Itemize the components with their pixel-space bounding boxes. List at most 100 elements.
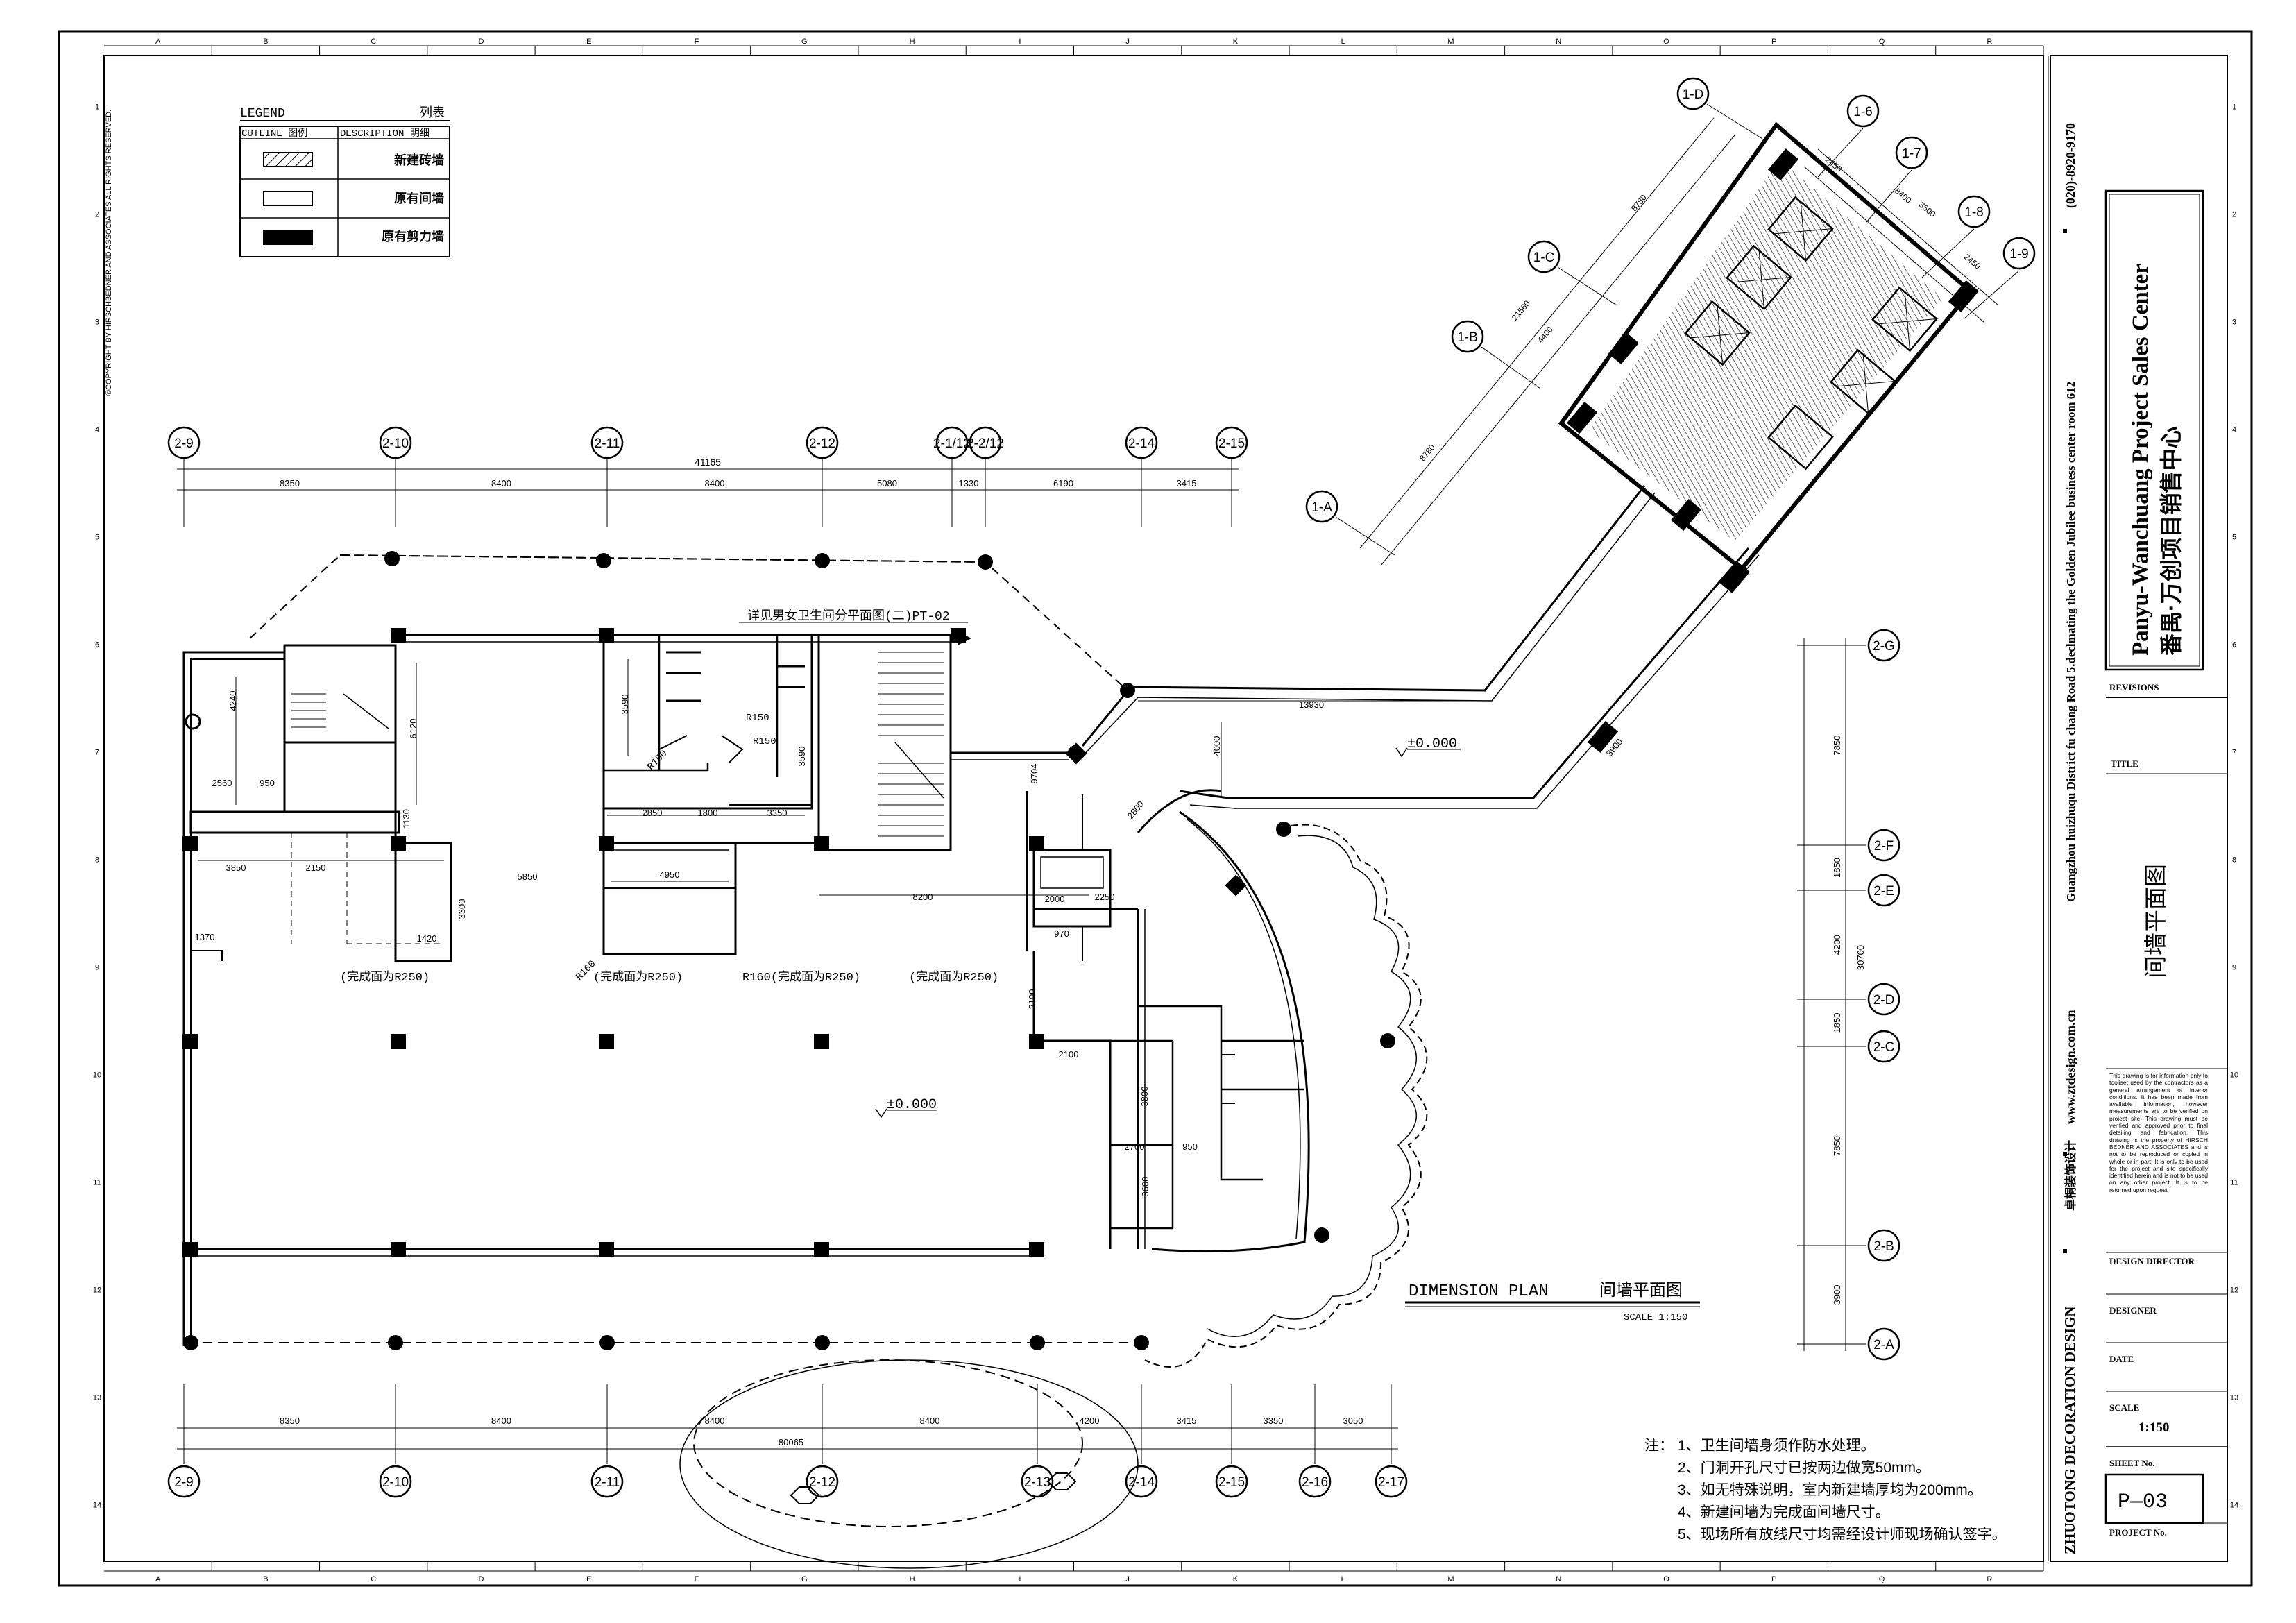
plan-dim: 2250 xyxy=(1095,892,1115,902)
grid-top-dim: 6190 xyxy=(1053,478,1073,488)
border-row-1: 1 xyxy=(2232,103,2236,112)
border-row-11: 11 xyxy=(2230,1179,2238,1187)
border-col-H: H xyxy=(910,37,915,46)
border-row-10: 10 xyxy=(2230,1071,2238,1080)
finish-note-2: (完成面为R250) xyxy=(593,970,683,985)
border-row-2: 2 xyxy=(95,211,99,219)
sheet-no-label: SHEET No. xyxy=(2109,1458,2155,1468)
plan-dim: 2800 xyxy=(1125,799,1146,821)
finish-note-4: (完成面为R250) xyxy=(909,970,998,985)
plan-title-block: DIMENSION PLAN 间墙平面图 SCALE 1:150 xyxy=(1405,1281,1700,1323)
border-row-8: 8 xyxy=(95,856,99,865)
grid-diag-1-8-bubble xyxy=(1957,195,1991,228)
grid-right-2-B-label: 2-B xyxy=(1873,1239,1894,1254)
border-row-10: 10 xyxy=(93,1071,101,1080)
revisions-label: REVISIONS xyxy=(2109,682,2159,692)
grid-top-2-15-label: 2-15 xyxy=(1218,436,1245,451)
plan-dim: 3350 xyxy=(767,808,788,818)
grid-bottom-2-11-bubble xyxy=(590,1465,624,1498)
legend-item-1: 新建砖墙 xyxy=(394,153,444,167)
grid-bottom-2-14-label: 2-14 xyxy=(1128,1475,1155,1490)
grid-right-2-E-bubble xyxy=(1867,874,1900,907)
grid-bottom-2-14-bubble xyxy=(1125,1465,1158,1498)
border-row-5: 5 xyxy=(2232,534,2236,542)
grid-diag-1-9-bubble xyxy=(2002,237,2036,270)
border-row-3: 3 xyxy=(2232,318,2236,327)
grid-right-dim: 3900 xyxy=(1832,1285,1842,1305)
grid-right-2-D-bubble xyxy=(1867,983,1900,1016)
finish-note-3: R160(完成面为R250) xyxy=(742,970,860,985)
legend-swatch-hatched xyxy=(263,152,313,167)
grid-diag-dim: 2450 xyxy=(1823,155,1844,174)
grid-top-2-14-bubble xyxy=(1125,426,1158,459)
grid-diag-1-B-label: 1-B xyxy=(1457,330,1478,345)
grid-right-2-B-bubble xyxy=(1867,1229,1900,1262)
grid-right-2-F-label: 2-F xyxy=(1874,839,1894,853)
plan-dim: 13930 xyxy=(1299,699,1324,710)
border-row-13: 13 xyxy=(93,1394,101,1402)
note-item-2: 2、门洞开孔尺寸已按两边做宽50mm。 xyxy=(1678,1460,1930,1476)
plan-dim: 3800 xyxy=(1139,1087,1150,1107)
grid-diag-1-D-bubble xyxy=(1676,77,1710,110)
grid-bottom-2-12-bubble xyxy=(806,1465,839,1498)
grid-bottom-dim: 8400 xyxy=(920,1416,940,1426)
plan-dim: 2850 xyxy=(643,808,663,818)
grid-right-2-G-label: 2-G xyxy=(1873,639,1895,654)
border-row-2: 2 xyxy=(2232,211,2236,219)
project-name-cn: 番禺·万创项目销售中心 xyxy=(2159,426,2184,656)
grid-bottom-dim: 4200 xyxy=(1080,1416,1100,1426)
plan-dim: 2700 xyxy=(1125,1141,1145,1152)
border-col-D: D xyxy=(478,1575,484,1583)
plan-dim: 4950 xyxy=(660,869,680,880)
legend-title: LEGEND xyxy=(240,107,285,121)
grid-bottom-2-15-bubble xyxy=(1215,1465,1248,1498)
project-name-en: Panyu-Wanchuang Project Sales Center xyxy=(2128,264,2153,656)
plan-dim: 3850 xyxy=(226,863,246,873)
grid-bottom-2-16-bubble xyxy=(1298,1465,1332,1498)
structural-columns xyxy=(182,148,1980,1350)
grid-diag-1-C-bubble xyxy=(1527,240,1561,273)
grid-right-total: 30700 xyxy=(1855,945,1866,970)
plan-title-cn: 间墙平面图 xyxy=(1599,1281,1683,1300)
grid-diag-dim: 8780 xyxy=(1629,192,1649,213)
border-col-F: F xyxy=(695,1575,699,1583)
plan-dim: 2150 xyxy=(306,863,326,873)
plan-dim: 3600 xyxy=(1140,1177,1150,1197)
level-value-2: ±0.000 xyxy=(1407,736,1457,752)
plan-dim: 4000 xyxy=(1211,736,1222,756)
grid-bottom-total: 80065 xyxy=(779,1437,803,1447)
grid-right-2-A-label: 2-A xyxy=(1873,1338,1894,1352)
drawing-title: 间墙平面图 xyxy=(2143,864,2168,978)
grid-diag-1-C-label: 1-C xyxy=(1533,250,1555,265)
grid-top-2-15-bubble xyxy=(1215,426,1248,459)
grid-top-dim: 3415 xyxy=(1177,478,1197,488)
grid-right-dim: 7850 xyxy=(1832,1136,1842,1156)
grid-bottom-2-16-label: 2-16 xyxy=(1302,1475,1328,1490)
grid-right-2-A-bubble xyxy=(1867,1327,1900,1361)
border-col-L: L xyxy=(1341,37,1345,46)
grid-diag-1-B-bubble xyxy=(1451,320,1484,353)
border-col-P: P xyxy=(1771,37,1776,46)
grid-diag-1-D-label: 1-D xyxy=(1683,87,1704,102)
grid-top-2-2/12-label: 2-2/12 xyxy=(967,436,1004,451)
design-director-label: DESIGN DIRECTOR xyxy=(2109,1256,2195,1266)
border-col-Q: Q xyxy=(1879,37,1885,46)
border-row-14: 14 xyxy=(2230,1502,2238,1510)
scale-label: SCALE xyxy=(2109,1402,2139,1413)
plan-dim: 1800 xyxy=(698,808,718,818)
border-col-R: R xyxy=(1987,37,1992,46)
company-web: www.ztdesign.com.cn xyxy=(2064,1010,2077,1125)
grid-bottom-2-17-bubble xyxy=(1375,1465,1408,1498)
note-item-3: 3、如无特殊说明，室内新建墙厚均为200mm。 xyxy=(1678,1482,1982,1498)
plan-title-en: DIMENSION PLAN xyxy=(1409,1282,1549,1301)
border-row-6: 6 xyxy=(2232,641,2236,649)
company-name-cn: 卓桐装饰设计 xyxy=(2064,1140,2077,1211)
grid-top-2-12-label: 2-12 xyxy=(809,436,835,451)
plan-dim: 970 xyxy=(1054,928,1069,939)
grid-bottom-2-15-label: 2-15 xyxy=(1218,1475,1245,1490)
grid-diag-dim: 4400 xyxy=(1536,324,1555,345)
level-value-1: ±0.000 xyxy=(887,1097,937,1113)
